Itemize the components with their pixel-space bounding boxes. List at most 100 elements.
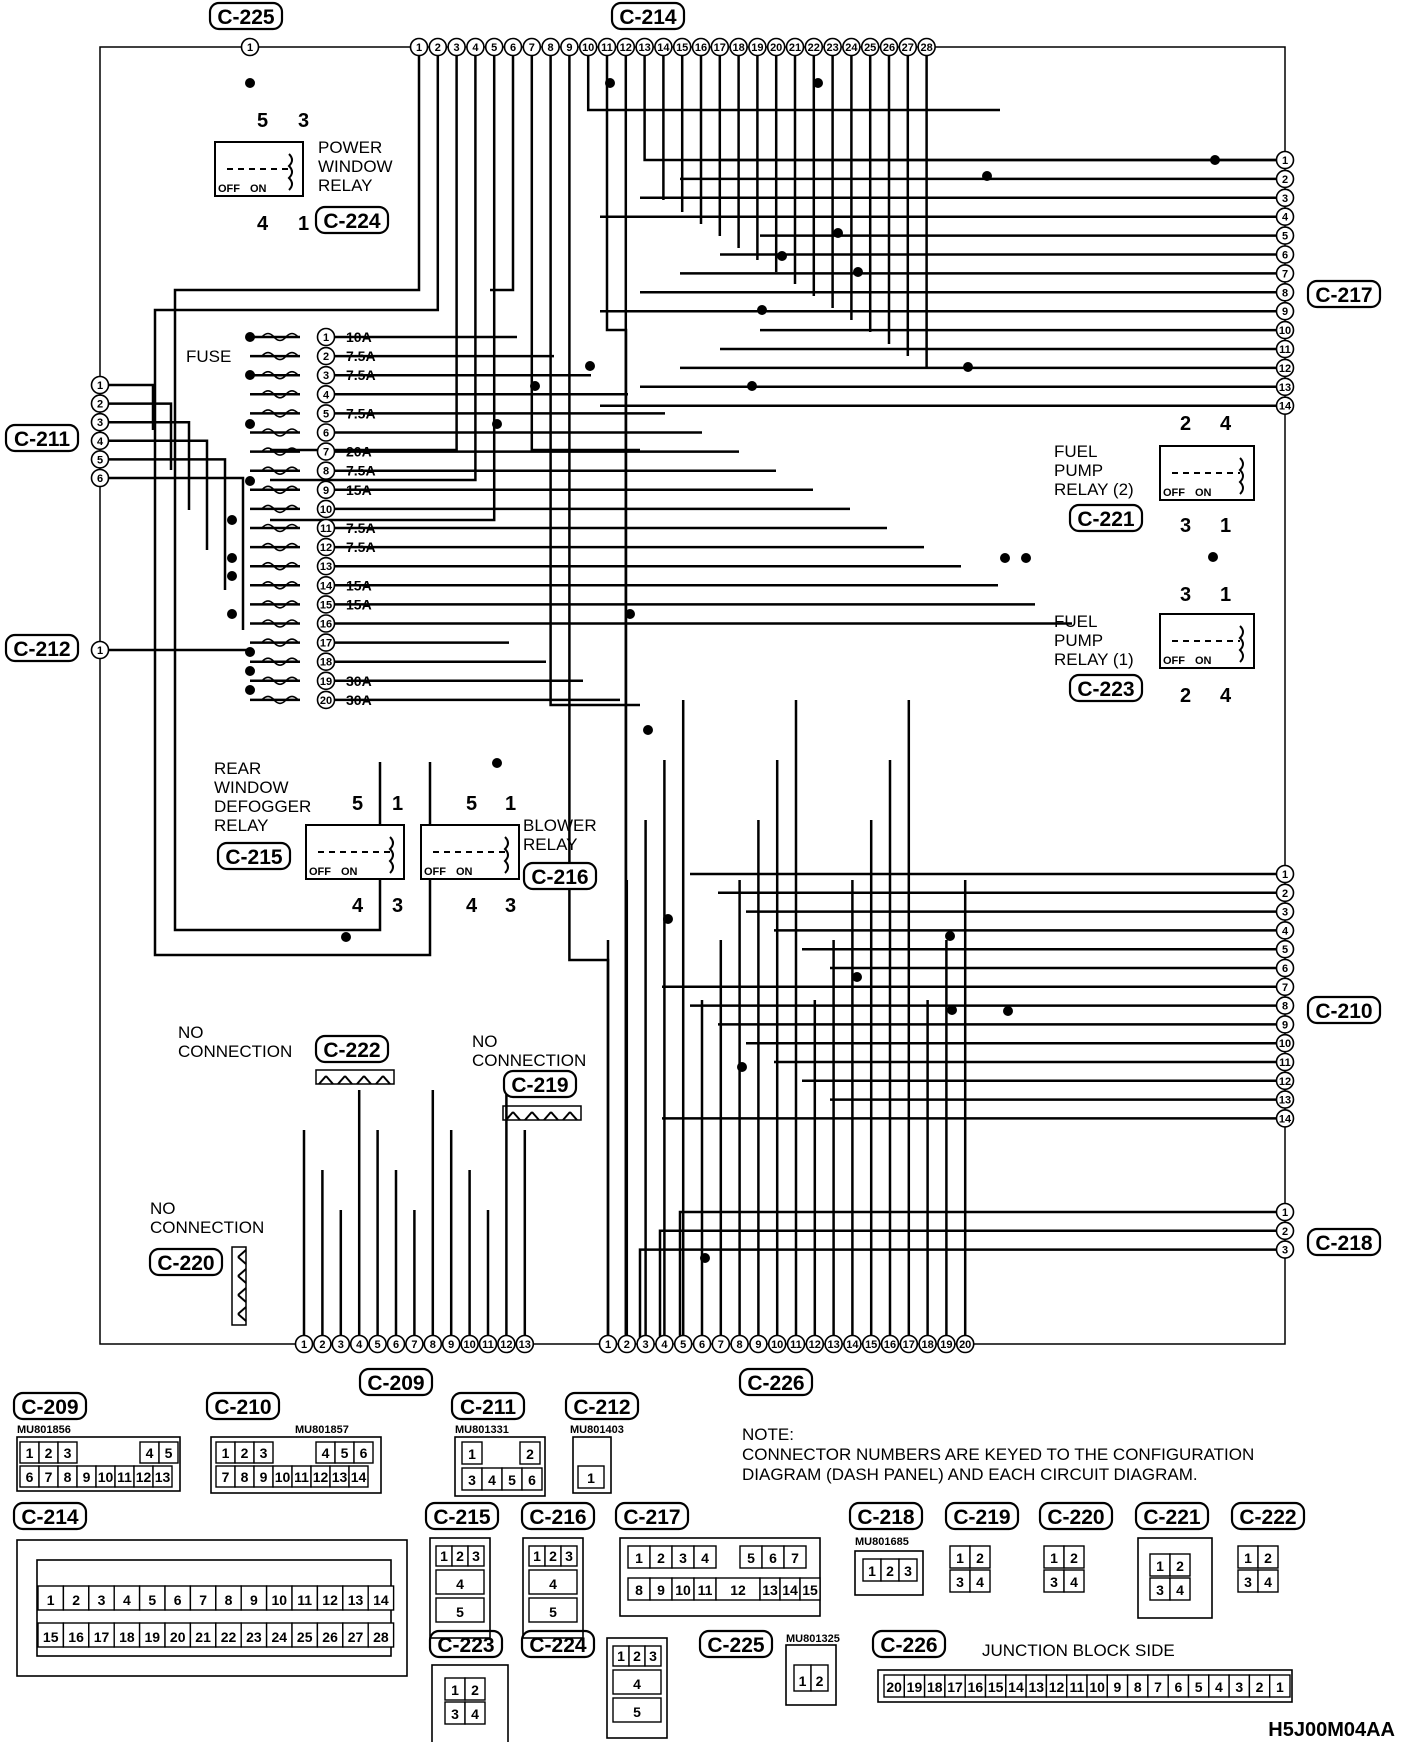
junction-dot xyxy=(245,370,255,380)
pin-circle xyxy=(899,1334,919,1354)
part-number-c212: MU801403 xyxy=(570,1424,624,1436)
c217-cell-label: 9 xyxy=(657,1582,665,1598)
c225-view-frame xyxy=(785,1644,837,1706)
pin-circle xyxy=(316,652,336,672)
c215-cell xyxy=(435,1597,485,1623)
c226-cell-label: 19 xyxy=(907,1679,923,1695)
c224-cell-label: 2 xyxy=(633,1648,641,1664)
pin-circle xyxy=(1275,188,1295,208)
c210-cell-label: 12 xyxy=(313,1469,329,1485)
c226-cell-label: 1 xyxy=(1276,1679,1284,1695)
rear-window-defogger-relay-pin: 4 xyxy=(352,895,364,917)
power-window-relay-pin: 5 xyxy=(257,110,268,132)
c214-cell xyxy=(37,1622,65,1648)
c220-cell-label: 1 xyxy=(1050,1550,1058,1566)
pin-circle xyxy=(90,394,110,413)
c210-cell-label: 4 xyxy=(322,1445,330,1461)
junction-dot xyxy=(963,362,973,372)
fuse-element xyxy=(261,523,299,533)
connector-label-box xyxy=(450,1391,526,1421)
c211-view-frame xyxy=(454,1436,546,1497)
power-window-relay-off-label: OFF xyxy=(218,183,240,195)
connector-label-box xyxy=(4,423,80,453)
pin-number: 2 xyxy=(624,1339,630,1351)
c220-cell-label: 2 xyxy=(1070,1550,1078,1566)
pin-number: 4 xyxy=(97,436,104,448)
connector-id-c225: C-225 xyxy=(217,6,275,29)
wire xyxy=(638,1248,1285,1344)
pin-number: 14 xyxy=(320,580,333,592)
pin-number: 18 xyxy=(921,1339,933,1351)
pin-number: 23 xyxy=(826,42,838,54)
pin-number: 14 xyxy=(1279,401,1292,413)
pin-number: 8 xyxy=(1282,1001,1288,1013)
pin-number: 4 xyxy=(1282,925,1289,937)
c214-cell-label: 12 xyxy=(322,1592,338,1608)
pin-number: 13 xyxy=(827,1339,839,1351)
pin-circle xyxy=(823,37,842,57)
c226-cell-label: 7 xyxy=(1154,1679,1162,1695)
pin-number: 4 xyxy=(472,42,479,54)
fuel-pump-relay-2-label: PUMP xyxy=(1054,461,1103,480)
no-connection-stub-frame xyxy=(502,1105,582,1121)
pin-circle xyxy=(316,442,336,461)
c214-cell xyxy=(240,1585,268,1611)
c218-cell-label: 2 xyxy=(886,1563,894,1579)
pin-circle xyxy=(90,412,110,432)
c214-cell xyxy=(316,1585,344,1611)
pin-circle xyxy=(578,37,598,57)
c209-cell-label: 9 xyxy=(83,1469,91,1485)
pin-circle xyxy=(1275,1015,1295,1034)
fuse-rating: 7.5A xyxy=(346,463,376,479)
pin-number: 2 xyxy=(319,1339,325,1351)
junction-dot xyxy=(643,725,653,735)
pin-circle xyxy=(804,37,824,57)
pin-circle xyxy=(711,1334,731,1354)
junction-dot xyxy=(853,267,863,277)
pin-circle xyxy=(1275,150,1295,170)
pin-circle xyxy=(917,37,936,57)
pin-number: 5 xyxy=(323,408,329,420)
pin-number: 11 xyxy=(790,1339,802,1351)
c216-cell xyxy=(528,1569,578,1595)
c225-cell xyxy=(810,1664,829,1692)
connector-label-box xyxy=(1068,503,1144,533)
c210-cell-label: 9 xyxy=(260,1469,268,1485)
pin-circle xyxy=(691,37,711,57)
c209-cell-label: 13 xyxy=(155,1469,171,1485)
c214-cell-label: 15 xyxy=(43,1629,59,1645)
fuse-rating: 30A xyxy=(346,692,372,708)
c209-cell-label: 11 xyxy=(117,1469,132,1485)
c218-cell-label: 3 xyxy=(904,1563,912,1579)
pin-number: 12 xyxy=(1279,1076,1291,1088)
pin-circle xyxy=(1275,1071,1295,1091)
pin-number: 10 xyxy=(1279,1038,1291,1050)
c211-cell-label: 2 xyxy=(526,1446,534,1462)
pin-number: 9 xyxy=(1282,306,1288,318)
c214-cell-label: 2 xyxy=(72,1592,80,1608)
pin-number: 16 xyxy=(884,1339,896,1351)
pin-circle xyxy=(1275,996,1295,1015)
rear-window-defogger-relay-coil xyxy=(388,836,394,874)
c214-cell-label: 17 xyxy=(94,1629,110,1645)
pin-number: 10 xyxy=(1279,325,1291,337)
blower-relay-pin: 1 xyxy=(505,793,516,815)
pin-number: 9 xyxy=(448,1339,454,1351)
pin-circle xyxy=(90,640,110,660)
pin-number: 6 xyxy=(97,473,103,485)
c215-cell-label: 3 xyxy=(472,1548,480,1564)
pin-circle xyxy=(730,1334,749,1354)
connector-id-c219: C-219 xyxy=(511,1074,568,1097)
c217-cell-label: 5 xyxy=(747,1550,755,1566)
pin-circle xyxy=(522,37,542,57)
pin-number: 6 xyxy=(699,1339,705,1351)
pin-circle xyxy=(1275,358,1295,378)
blower-relay-label: BLOWER xyxy=(523,816,597,835)
c216-cell-label: 5 xyxy=(549,1604,557,1620)
pin-number: 3 xyxy=(1282,193,1288,205)
fuse-element xyxy=(261,485,299,495)
rear-window-defogger-relay-off-label: OFF xyxy=(309,866,331,878)
pin-circle xyxy=(316,595,336,614)
pin-circle xyxy=(918,1334,937,1354)
fuel-pump-relay-2-off-label: OFF xyxy=(1163,487,1185,499)
